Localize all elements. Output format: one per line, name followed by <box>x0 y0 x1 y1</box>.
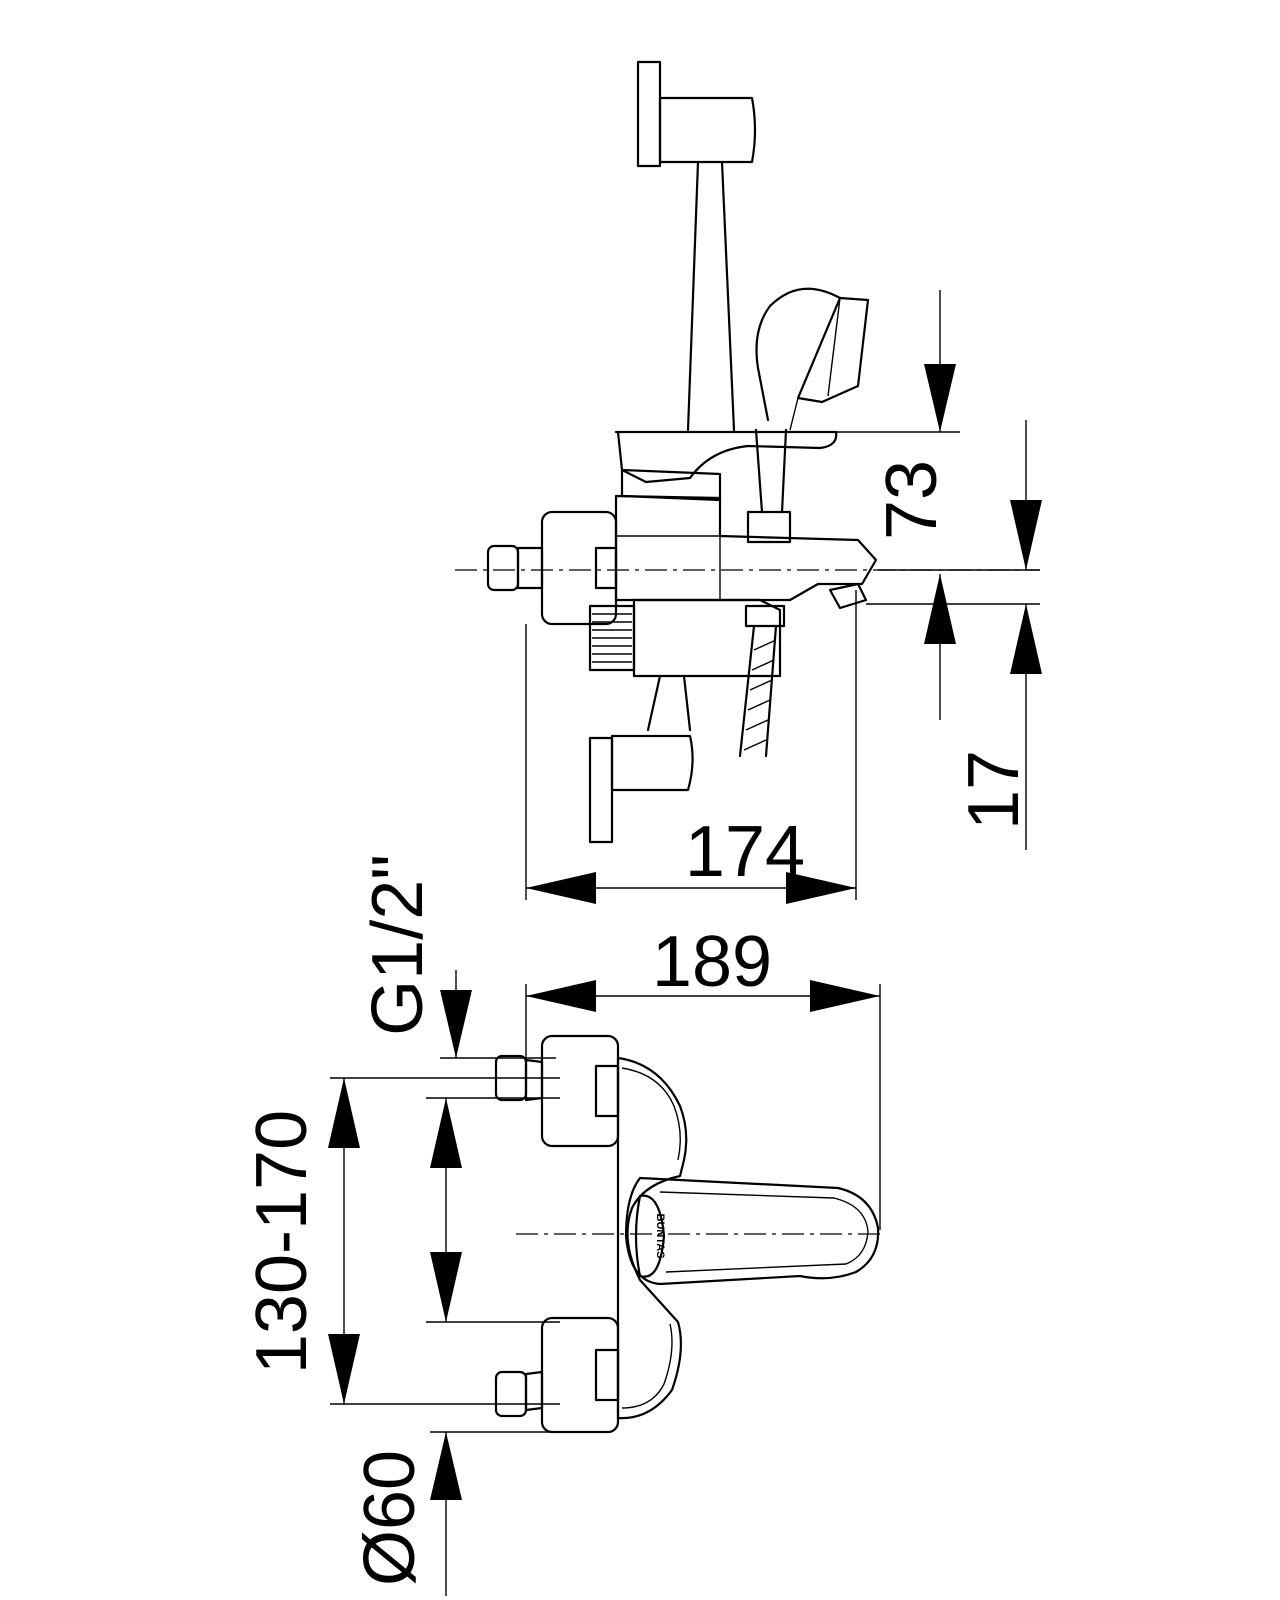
upper-bracket-plate <box>636 60 662 168</box>
arrow-inner-bottom <box>430 1252 462 1322</box>
mixer-body <box>614 494 878 602</box>
eccentric-nut <box>516 546 544 590</box>
top-flange-nut <box>594 1064 620 1118</box>
arrow-thread <box>440 990 472 1058</box>
shower-head-top <box>755 287 842 422</box>
body-contour-top <box>621 1067 681 1161</box>
range-label: 130-170 <box>242 1110 322 1374</box>
diameter-label: Ø60 <box>350 1450 430 1586</box>
arrow-73-top <box>924 364 956 432</box>
arrow-73-bottom <box>1010 500 1042 570</box>
knob-grip <box>592 613 632 663</box>
lower-bracket-arm <box>610 734 694 792</box>
arrow-inner-top <box>430 1098 462 1168</box>
side-view: 174 73 17 <box>455 60 1042 904</box>
lower-body <box>632 598 782 678</box>
lever-contour <box>659 1191 869 1273</box>
hose-ribs <box>743 639 777 751</box>
body-contour-bottom <box>621 1323 673 1409</box>
shower-head-face <box>796 296 870 404</box>
arrow-189-left <box>526 980 596 1012</box>
shower-outlet-nut <box>746 510 792 544</box>
lower-bracket-plate <box>588 736 614 844</box>
arrow-174-left <box>526 872 596 904</box>
arrow-17-left <box>924 574 956 644</box>
bottom-wall-flange <box>540 1316 620 1434</box>
arrow-174-right <box>786 872 856 904</box>
shower-head-detail <box>789 297 841 431</box>
front-view: BUNTAS 189 G1/2" 130-170 Ø60 <box>242 854 884 1596</box>
shower-rail <box>686 160 736 432</box>
spout-aerator <box>828 582 868 610</box>
dim-189-label: 189 <box>652 922 772 1002</box>
front-lever <box>624 1176 880 1286</box>
shower-hose <box>738 624 778 758</box>
top-wall-flange <box>540 1034 620 1148</box>
shower-pipe <box>754 428 788 514</box>
thread-label: G1/2" <box>358 854 438 1036</box>
hose-nut <box>744 604 786 628</box>
upper-bracket-arm <box>658 96 757 164</box>
arrow-diameter <box>430 1432 462 1500</box>
arrow-189-right <box>810 980 880 1012</box>
front-body <box>616 1056 688 1420</box>
arrow-range-bottom <box>328 1334 360 1404</box>
wall-flange <box>540 510 618 626</box>
arrow-17-right <box>1010 604 1042 674</box>
bottom-wall-connector <box>494 1370 528 1418</box>
lower-rail <box>646 674 692 732</box>
arrow-range-top <box>328 1078 360 1148</box>
lever-handle <box>614 430 838 484</box>
logo-badge <box>634 1194 666 1278</box>
brand-logo-text: BUNTAS <box>654 1213 666 1258</box>
dim-17-label: 17 <box>954 750 1034 830</box>
wall-connector <box>486 544 520 592</box>
top-eccentric <box>524 1058 544 1102</box>
bottom-flange-nut <box>594 1348 620 1402</box>
dim-73-label: 73 <box>872 460 952 540</box>
connector-nut <box>594 546 618 590</box>
dim-174-label: 174 <box>685 812 805 892</box>
